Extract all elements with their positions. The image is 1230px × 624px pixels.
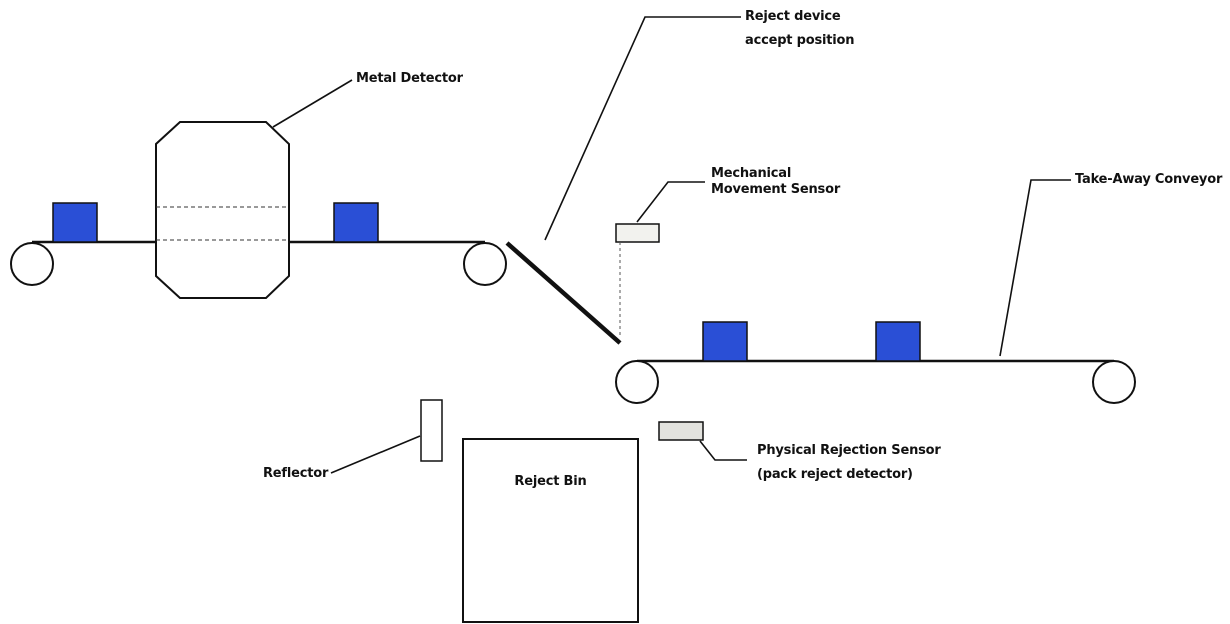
reflector-label: Reflector [263,466,329,481]
metal-detector-leader-line [272,79,353,128]
reject-device-label-line1: Reject device [745,9,841,24]
take-away-left-roller [615,360,659,404]
physical-rejection-sensor-label-line1: Physical Rejection Sensor [757,443,941,458]
reject-bin-label: Reject Bin [514,474,587,489]
take-away-conveyor-label: Take-Away Conveyor [1075,172,1223,187]
reject-device-flap [505,241,622,345]
package-infeed-2 [333,202,379,243]
reject-device-leader-line [544,16,741,241]
mechanical-movement-sensor-label-line2: Movement Sensor [711,182,841,197]
infeed-conveyor [10,202,507,286]
mechanical-movement-sensor-body [615,223,660,243]
physical-rejection-sensor [658,421,747,461]
infeed-left-roller [10,242,54,286]
reject-device-label-line2: accept position [745,33,855,48]
reject-bin [462,438,639,623]
physical-rejection-sensor-leader-line [699,440,747,461]
take-away-conveyor-leader-line [999,179,1071,357]
package-take-away-1 [702,321,748,362]
mechanical-movement-sensor-leader-line [636,181,705,223]
metal-detector-housing [155,121,290,299]
physical-rejection-sensor-body [658,421,704,441]
physical-rejection-sensor-label-line2: (pack reject detector) [757,467,913,482]
reflector [330,399,443,474]
reflector-leader-line [330,435,421,474]
take-away-right-roller [1092,360,1136,404]
infeed-right-roller [463,242,507,286]
take-away-conveyor [615,179,1136,404]
mechanical-movement-sensor-label-line1: Mechanical [711,166,792,181]
metal-detector-label: Metal Detector [356,71,463,86]
reject-device [505,16,741,345]
metal-detector [155,79,353,299]
package-take-away-2 [875,321,921,362]
package-infeed-1 [52,202,98,243]
reflector-body [420,399,443,462]
mechanical-movement-sensor [615,181,705,336]
